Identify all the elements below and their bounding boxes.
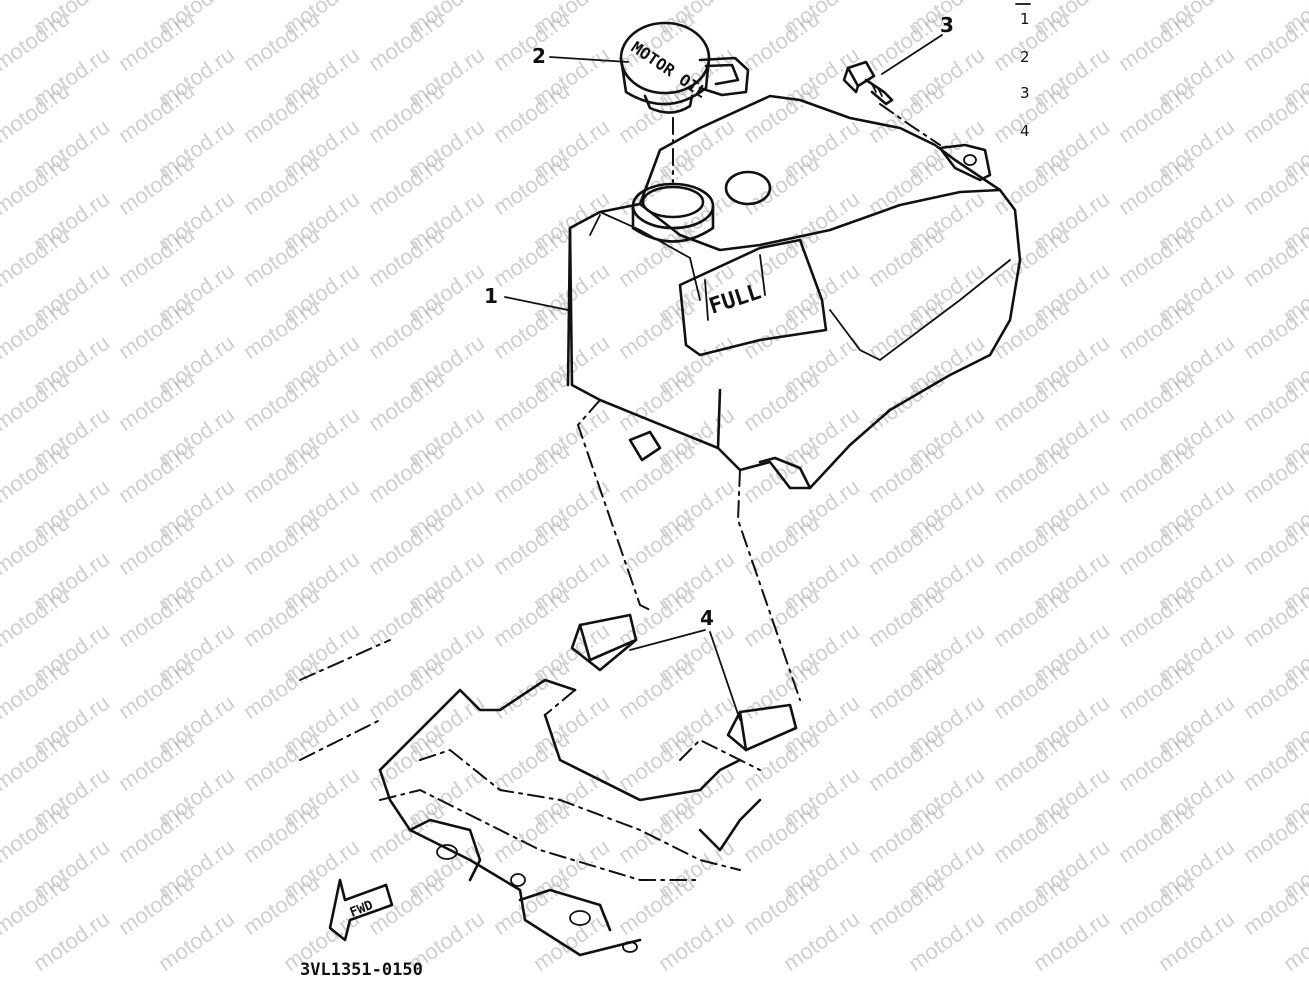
assembly-lines — [544, 103, 941, 771]
callout-4-label: 4 — [700, 606, 714, 630]
oil-tank[interactable]: FULL — [566, 94, 1022, 490]
callout-3: 3 — [881, 13, 954, 75]
part-code: 3VL1351-0150 — [300, 960, 423, 980]
edge-index: 1 2 3 4 — [1015, 3, 1031, 140]
callout-1: 1 — [484, 284, 569, 311]
fwd-label: FWD — [348, 898, 376, 921]
full-label: FULL — [706, 280, 764, 320]
callout-4: 4 — [629, 606, 741, 721]
forward-arrow: FWD — [328, 878, 394, 942]
callout-1-label: 1 — [484, 284, 498, 308]
edge-label-4: 4 — [1020, 122, 1030, 140]
edge-label-2: 2 — [1020, 48, 1030, 66]
bolt[interactable] — [842, 60, 894, 106]
edge-label-1: 1 — [1020, 10, 1030, 28]
frame-bracket — [299, 639, 762, 957]
edge-label-3: 3 — [1020, 84, 1030, 102]
callout-2-label: 2 — [532, 44, 546, 68]
damper-left[interactable] — [570, 613, 638, 672]
damper-right[interactable] — [726, 703, 798, 752]
oil-cap[interactable]: MOTOR OIL — [619, 21, 750, 114]
callout-3-label: 3 — [940, 13, 954, 37]
callout-2: 2 — [532, 44, 629, 68]
